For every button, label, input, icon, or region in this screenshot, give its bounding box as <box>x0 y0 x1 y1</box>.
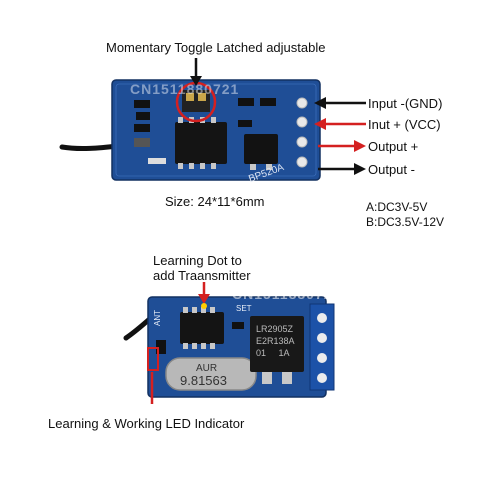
voltage-spec-a: A:DC3V-5V <box>366 200 428 214</box>
callout-jumper-label: Momentary Toggle Latched adjustable <box>106 40 326 55</box>
crystal-oscillator <box>165 357 257 391</box>
pin-arrow-output-plus <box>318 140 366 152</box>
watermark-top: CN1511880721 <box>130 81 240 97</box>
pin-label-vcc: Inut + (VCC) <box>368 117 441 132</box>
silkscreen-ant: ANT <box>153 310 162 326</box>
pin-arrow-gnd <box>314 97 366 109</box>
led-highlight-box <box>147 347 159 371</box>
size-label: Size: 24*11*6mm <box>165 194 265 209</box>
pin-label-output-minus: Output - <box>368 162 415 177</box>
smd-component <box>134 100 150 108</box>
pin-label-gnd: Input -(GND) <box>368 96 443 111</box>
regulator-marking-line2: E2R138A <box>256 336 295 346</box>
regulator-marking-line3: 01 1A <box>256 348 290 358</box>
voltage-regulator <box>250 316 304 372</box>
pin-arrow-output-minus <box>318 163 366 175</box>
voltage-spec-b: B:DC3.5V-12V <box>366 215 445 229</box>
decoder-ic <box>180 312 224 344</box>
callout-learning-dot-line2: add Traansmitter <box>153 268 251 283</box>
pin-arrow-vcc <box>314 118 366 130</box>
callout-led-label: Learning & Working LED Indicator <box>48 416 245 431</box>
crystal-marking-line2: 9.81563 <box>180 373 227 388</box>
silkscreen-set: SET <box>236 304 252 313</box>
transistor <box>244 134 278 164</box>
regulator-marking-line1: LR2905Z <box>256 324 294 334</box>
pin-label-output-plus: Output + <box>368 139 419 154</box>
main-ic <box>175 122 227 164</box>
crystal-marking-line1: AUR <box>196 363 218 374</box>
antenna-wire <box>59 143 121 152</box>
watermark-bottom: CN1511880721 <box>232 286 342 302</box>
callout-learning-dot-line1: Learning Dot to <box>153 253 242 268</box>
